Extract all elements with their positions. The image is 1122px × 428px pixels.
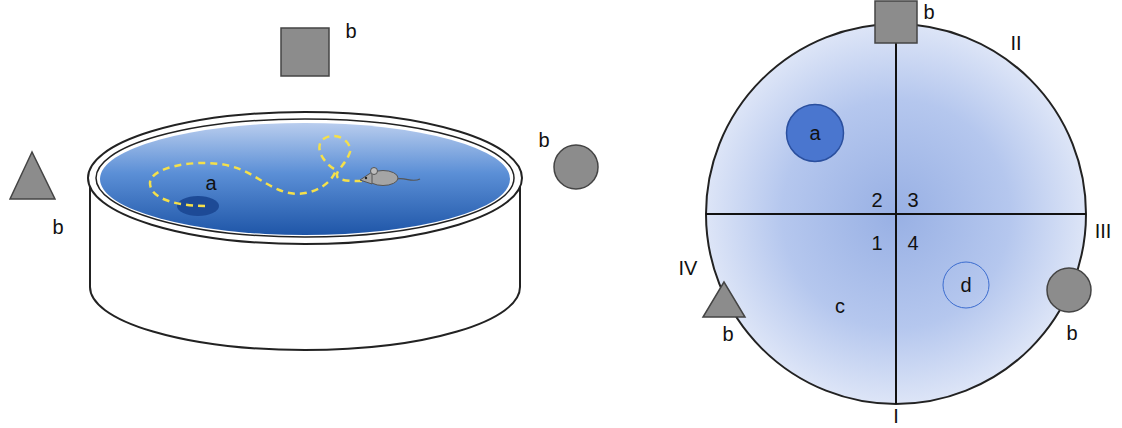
quadrant-number: 1 xyxy=(871,233,882,253)
quadrant-line xyxy=(706,213,1086,215)
target-circle: d xyxy=(942,261,990,309)
triangle-cue xyxy=(10,152,55,199)
quadrant-number: 2 xyxy=(871,190,882,210)
node-label: d xyxy=(960,275,971,295)
circle-cue xyxy=(1047,268,1091,312)
water xyxy=(100,123,510,235)
quadrant-numeral: I xyxy=(893,406,899,426)
pool-cylinder xyxy=(88,112,522,350)
cue-label: b xyxy=(52,217,63,237)
quadrant-number: 3 xyxy=(907,190,918,210)
hidden-platform xyxy=(177,196,219,216)
triangle-cue xyxy=(703,282,745,317)
node-circle xyxy=(787,105,844,162)
mouse xyxy=(360,168,420,186)
start-label: c xyxy=(835,296,845,316)
circle-cue xyxy=(554,145,598,189)
quadrant-numeral: II xyxy=(1010,33,1021,53)
node-circle xyxy=(943,262,989,308)
square-cue xyxy=(281,28,329,76)
node-label: a xyxy=(809,123,820,143)
cue-label: b xyxy=(345,21,356,41)
quadrant-numeral: III xyxy=(1095,221,1112,241)
platform-circle: a xyxy=(785,103,845,163)
quadrant-number: 4 xyxy=(907,233,918,253)
cue-label: b xyxy=(1066,323,1077,343)
pool-top-view xyxy=(706,24,1086,404)
platform-label: a xyxy=(205,173,216,193)
square-cue xyxy=(875,1,917,43)
quadrant-numeral: IV xyxy=(679,258,698,278)
swim-path xyxy=(150,136,366,206)
cue-label: b xyxy=(722,324,733,344)
cue-label: b xyxy=(538,130,549,150)
cue-label: b xyxy=(923,2,934,22)
